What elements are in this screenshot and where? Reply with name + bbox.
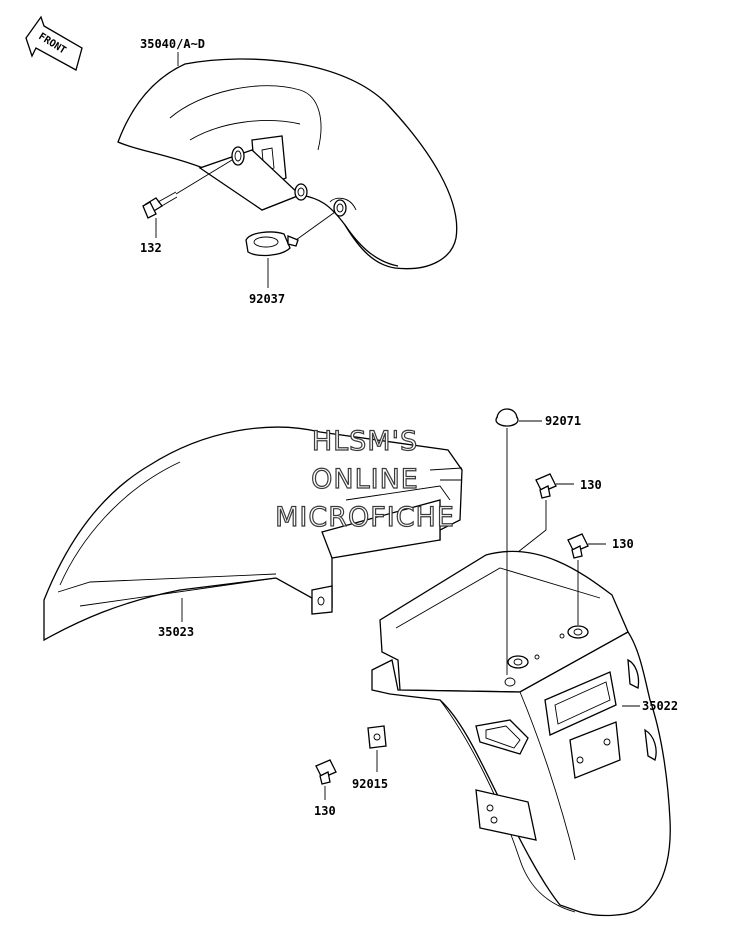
rear-lower-fender-drawing	[371, 550, 671, 917]
callout-92071: 92071	[545, 414, 581, 428]
callout-92015: 92015	[352, 777, 388, 791]
bolt-130-upper-2	[567, 533, 606, 625]
watermark-line-1: HLSM'S	[312, 426, 418, 457]
watermark-line-3: MICROFICHE	[275, 502, 455, 533]
callout-132: 132	[140, 241, 162, 255]
watermark: HLSM'S ONLINE MICROFICHE	[274, 425, 455, 533]
callout-35023: 35023	[158, 625, 194, 639]
callout-35022: 35022	[642, 699, 678, 713]
callout-130-lower: 130	[314, 804, 336, 818]
bolt-130-upper-1	[517, 473, 574, 553]
callout-92037: 92037	[249, 292, 285, 306]
cap-92071	[495, 408, 542, 675]
watermark-line-2: ONLINE	[311, 464, 419, 495]
nut-92015	[367, 725, 387, 772]
bolt-130-lower	[315, 759, 337, 800]
callout-130-upper-1: 130	[580, 478, 602, 492]
front-fender-drawing	[117, 58, 458, 270]
front-direction-arrow: FRONT	[25, 15, 83, 71]
callout-130-upper-2: 130	[612, 537, 634, 551]
front-clamp-92037	[245, 211, 336, 257]
front-bolt-132	[142, 159, 233, 219]
callout-35040: 35040/A~D	[140, 37, 205, 51]
rear-upper-fender-drawing	[43, 426, 463, 642]
